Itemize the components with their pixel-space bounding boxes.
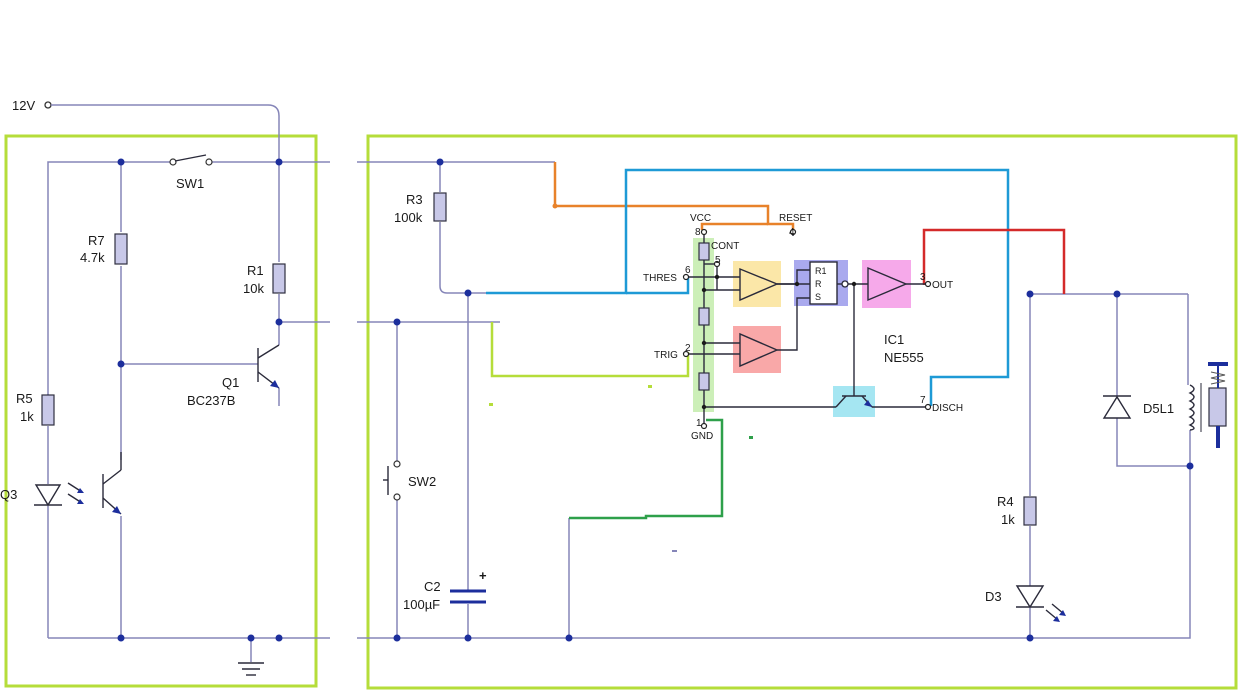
supply-label: 12V bbox=[12, 98, 35, 113]
pin-cont-label: CONT bbox=[711, 241, 739, 252]
pin-vcc-label: VCC bbox=[690, 213, 711, 224]
r1-value: 10k bbox=[243, 281, 264, 296]
speck bbox=[672, 550, 677, 552]
pin-disch-label: DISCH bbox=[932, 403, 963, 414]
sw2-pushbutton-icon bbox=[383, 460, 401, 501]
r1-resistor-icon bbox=[272, 263, 286, 294]
pin-reset-label: RESET bbox=[779, 213, 812, 224]
r7-value: 4.7k bbox=[80, 250, 105, 265]
r5-value: 1k bbox=[20, 409, 34, 424]
timer-stage-frame bbox=[366, 134, 1238, 690]
d5-diode-icon bbox=[1102, 395, 1132, 419]
ne555-internal-wiring bbox=[686, 230, 928, 426]
ic1-name: IC1 bbox=[884, 332, 904, 347]
sw1-switch-icon bbox=[169, 154, 213, 166]
pin-gnd-label: GND bbox=[691, 431, 713, 442]
pin-trig-num: 2 bbox=[685, 343, 691, 354]
c2-value: 100µF bbox=[403, 597, 440, 612]
sensor-stage-frame bbox=[4, 134, 318, 688]
r1-name: R1 bbox=[247, 263, 264, 278]
colored-wires bbox=[486, 162, 1066, 520]
pin-vcc-num: 8 bbox=[695, 227, 701, 238]
r4-resistor-icon bbox=[1023, 496, 1037, 526]
pin-reset-num: 4 bbox=[789, 227, 795, 238]
q1-transistor-icon bbox=[257, 344, 280, 389]
right-junctions bbox=[393, 158, 1194, 642]
speck bbox=[489, 403, 493, 406]
l1-relay-coil-icon bbox=[1188, 362, 1228, 448]
sw1-label: SW1 bbox=[176, 176, 204, 191]
pin-gnd-num: 1 bbox=[696, 418, 702, 429]
c2-name: C2 bbox=[424, 579, 441, 594]
d5l1-name: D5L1 bbox=[1143, 401, 1174, 416]
d3-led-icon bbox=[1015, 585, 1066, 622]
ic1-type: NE555 bbox=[884, 350, 924, 365]
r4-name: R4 bbox=[997, 494, 1014, 509]
r3-resistor-icon bbox=[433, 192, 447, 222]
pin-out-num: 3 bbox=[920, 272, 926, 283]
d3-name: D3 bbox=[985, 589, 1002, 604]
flipflop-r-label: R bbox=[815, 279, 822, 289]
pin-cont-num: 5 bbox=[715, 255, 721, 266]
flipflop-s-label: S bbox=[815, 292, 821, 302]
ground-icon bbox=[238, 662, 264, 676]
c2-plus: + bbox=[479, 568, 487, 583]
c2-capacitor-icon bbox=[450, 589, 486, 604]
left-wires bbox=[44, 101, 330, 662]
pin-thres-num: 6 bbox=[685, 265, 691, 276]
r7-name: R7 bbox=[88, 233, 105, 248]
r5-name: R5 bbox=[16, 391, 33, 406]
pin-trig-label: TRIG bbox=[654, 350, 678, 361]
left-junctions bbox=[117, 158, 283, 642]
r5-resistor-icon bbox=[41, 394, 55, 426]
r7-resistor-icon bbox=[114, 233, 128, 265]
ic-pin-nodes bbox=[682, 228, 932, 430]
q1-type: BC237B bbox=[187, 393, 235, 408]
r4-value: 1k bbox=[1001, 512, 1015, 527]
pin-disch-num: 7 bbox=[920, 395, 926, 406]
pin-thres-label: THRES bbox=[643, 273, 677, 284]
speck bbox=[749, 436, 753, 439]
pin-out-label: OUT bbox=[932, 280, 953, 291]
output-buffer-highlight bbox=[862, 260, 911, 308]
phototransistor-icon bbox=[102, 452, 122, 515]
sw2-label: SW2 bbox=[408, 474, 436, 489]
q3-photodiode-icon bbox=[34, 482, 84, 507]
q1-name: Q1 bbox=[222, 375, 239, 390]
r3-value: 100k bbox=[394, 210, 423, 225]
flipflop-r1-label: R1 bbox=[815, 266, 827, 276]
q3-name: Q3 bbox=[0, 487, 17, 502]
r3-name: R3 bbox=[406, 192, 423, 207]
speck bbox=[648, 385, 652, 388]
